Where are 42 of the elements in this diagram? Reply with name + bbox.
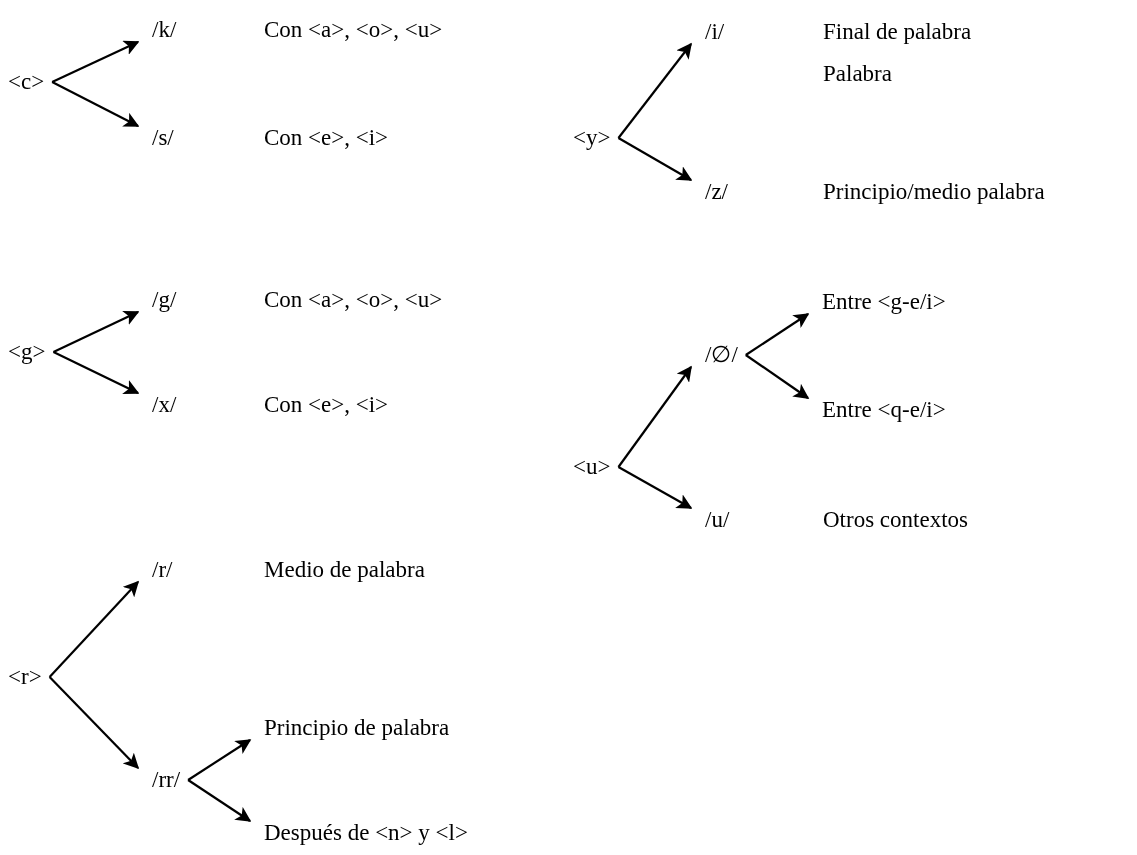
phonetic-label: /z/ — [705, 179, 728, 205]
arrow — [617, 466, 693, 509]
arrow — [187, 739, 252, 781]
phonetic-label: /g/ — [152, 287, 177, 313]
arrow — [51, 81, 140, 127]
arrow — [51, 40, 140, 83]
context-note: Palabra — [823, 61, 892, 87]
arrow — [617, 42, 692, 139]
arrow — [745, 313, 810, 356]
arrow — [48, 580, 140, 678]
arrow — [187, 779, 252, 822]
context-note: Principio/medio palabra — [823, 179, 1045, 205]
phonetic-label: /k/ — [152, 17, 177, 43]
phonetic-label: <y> — [573, 125, 611, 151]
arrow — [52, 351, 140, 394]
phonetic-label: /s/ — [152, 125, 174, 151]
phonetic-label: Principio de palabra — [264, 715, 450, 741]
phonetic-label: Después de <n> y <l> — [264, 820, 468, 846]
phonetic-label: /∅/ — [705, 342, 738, 368]
phonetic-label: /i/ — [705, 19, 725, 45]
phonetic-label: Entre <q-e/i> — [822, 397, 946, 423]
phonetic-label: <c> — [8, 69, 45, 95]
context-note: Final de palabra — [823, 19, 972, 45]
phonetic-label: <g> — [8, 339, 46, 365]
arrow — [617, 137, 693, 181]
arrow — [53, 310, 140, 353]
arrow — [745, 354, 810, 399]
arrow — [48, 676, 140, 770]
phonetic-label: <r> — [8, 664, 42, 690]
context-note: Otros contextos — [823, 507, 968, 533]
context-note: Con <e>, <i> — [264, 125, 389, 151]
context-note: Con <e>, <i> — [264, 392, 389, 418]
arrow — [617, 365, 692, 468]
context-note: Con <a>, <o>, <u> — [264, 287, 443, 313]
phonetic-label: /x/ — [152, 392, 177, 418]
phonetic-label: /r/ — [152, 557, 173, 583]
phonetic-label: Entre <g-e/i> — [822, 289, 946, 315]
context-note: Con <a>, <o>, <u> — [264, 17, 443, 43]
phonetic-label: /u/ — [705, 507, 730, 533]
context-note: Medio de palabra — [264, 557, 425, 583]
phonetic-label: <u> — [573, 454, 611, 480]
phonetic-label: /rr/ — [152, 767, 181, 793]
